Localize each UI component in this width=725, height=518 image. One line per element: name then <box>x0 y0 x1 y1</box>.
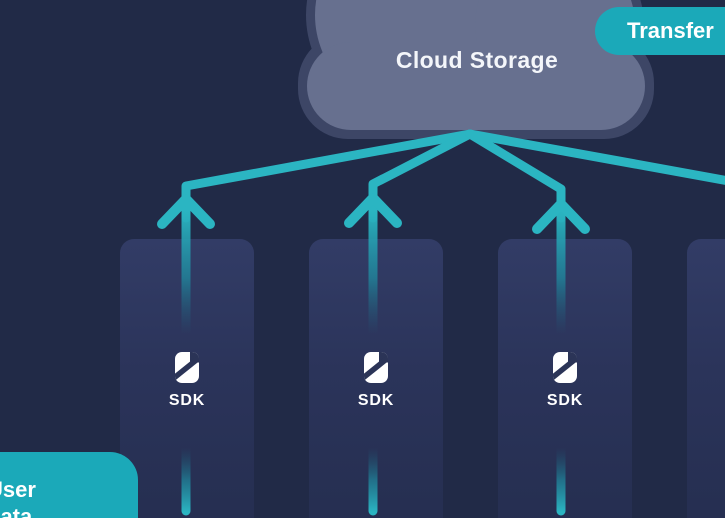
sdk-label: SDK <box>357 392 395 409</box>
sdk-logo-icon <box>553 352 577 383</box>
sdk-card: SDK <box>687 239 725 518</box>
sdk-logo-icon <box>364 352 388 383</box>
arrowhead-up-icon <box>532 199 590 234</box>
cloud-body <box>307 0 645 130</box>
arrowhead-up-icon <box>344 193 402 228</box>
cloud-shape <box>298 0 654 139</box>
arrow-line-card4 <box>465 129 725 185</box>
transfer-badge-label: Transfer <box>627 18 714 43</box>
transfer-badge: Transfer <box>595 7 725 55</box>
sdk-label: SDK <box>546 392 584 409</box>
cloud-storage-label: Cloud Storage <box>395 47 559 73</box>
sdk-logo-icon <box>175 352 199 383</box>
user-data-badge-line2: data <box>0 504 33 518</box>
arrowhead-up-icon <box>157 194 215 229</box>
sdk-label: SDK <box>168 392 206 409</box>
user-data-badge-line1: User <box>0 477 36 502</box>
user-data-badge: User data <box>0 452 138 518</box>
arrow-line-card1 <box>181 129 475 223</box>
